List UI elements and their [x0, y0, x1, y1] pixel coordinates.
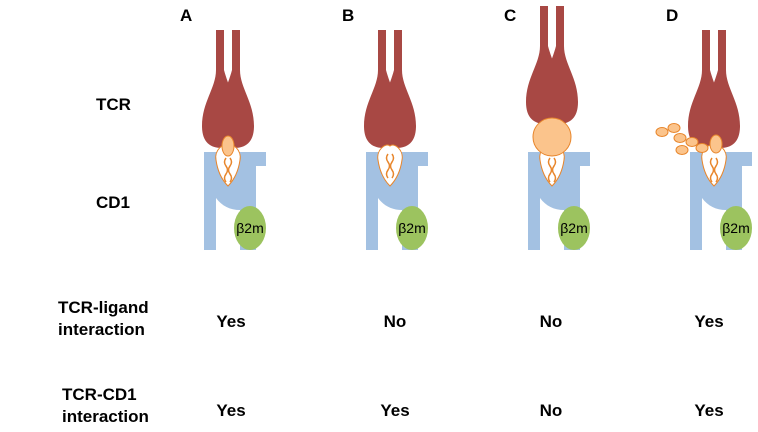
b2m-label: β2m	[236, 220, 264, 236]
tcr-ligand-row-label: TCR-ligand interaction	[58, 297, 149, 341]
tcr-molecule	[526, 6, 578, 124]
tcr-beta-chain	[544, 6, 578, 124]
tcr-ligand-row-label-line2: interaction	[58, 320, 145, 339]
b2m-label: β2m	[722, 220, 750, 236]
panel-b-diagram: β2m	[364, 30, 428, 250]
panel-a-diagram: β2m	[202, 30, 266, 250]
bulky-ligand-headgroup	[532, 117, 572, 157]
tcr-cd1-row-label-line1: TCR-CD1	[62, 385, 137, 404]
clustered-glycolipid-headgroups	[655, 123, 709, 155]
lipid-ligand-headgroup	[709, 134, 723, 154]
lipid-ligand-headgroup	[221, 135, 235, 157]
lipid-tail-left	[709, 157, 715, 183]
panel-letter-a: A	[180, 6, 193, 25]
b2m-label: β2m	[398, 220, 426, 236]
antigen-groove	[701, 144, 727, 187]
lipid-tail-right	[227, 157, 233, 183]
panel-letter-c: C	[504, 6, 517, 25]
b2m-domain	[720, 206, 752, 250]
panel-letter-b: B	[342, 6, 355, 25]
tcr-cd1-row-label: TCR-CD1 interaction	[62, 384, 149, 428]
cd1-answer-b: Yes	[380, 401, 410, 420]
lipid-tail-left	[223, 157, 229, 183]
cd1-answer-d: Yes	[694, 401, 724, 420]
tcr-beta-chain	[706, 30, 740, 148]
lipid-tail-right	[713, 157, 719, 183]
b2m-domain	[396, 206, 428, 250]
tcr-label: TCR	[96, 95, 131, 114]
panel-d-diagram: β2m	[655, 30, 752, 250]
cd1-answer-a: Yes	[216, 401, 246, 420]
b2m-label: β2m	[560, 220, 588, 236]
cd1-answer-c: No	[539, 401, 563, 420]
tcr-beta-chain	[382, 30, 416, 148]
ligand-answer-c: No	[539, 312, 563, 331]
panel-letter-d: D	[666, 6, 679, 25]
tcr-cd1-row-label-line2: interaction	[62, 407, 149, 426]
tcr-molecule	[688, 30, 740, 148]
lipid-tail-left	[547, 157, 553, 183]
lipid-tail-right	[389, 153, 395, 179]
tcr-beta-chain	[220, 30, 254, 148]
ligand-answer-d: Yes	[694, 312, 724, 331]
cd1-label: CD1	[96, 193, 131, 212]
tcr-molecule	[364, 30, 416, 148]
lipid-tail-left	[385, 153, 391, 179]
ligand-answer-b: No	[383, 312, 407, 331]
tcr-ligand-row-label-line1: TCR-ligand	[58, 298, 149, 317]
ligand-answer-a: Yes	[216, 312, 246, 331]
lipid-tail-right	[551, 157, 557, 183]
panel-c-diagram: β2m	[526, 6, 590, 250]
b2m-domain	[234, 206, 266, 250]
tcr-molecule	[202, 30, 254, 148]
b2m-domain	[558, 206, 590, 250]
